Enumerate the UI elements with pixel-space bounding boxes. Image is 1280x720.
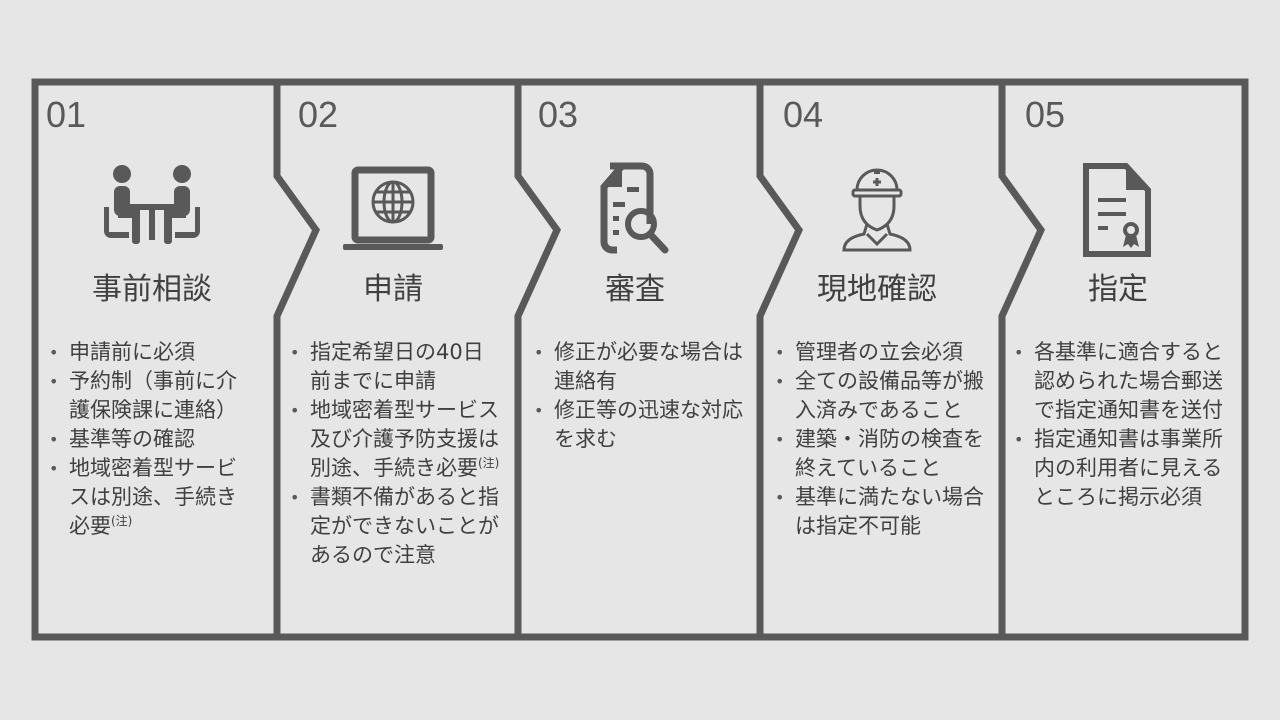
bullet-item: 建築・消防の検査を終えていること <box>775 425 987 483</box>
chevron-divider <box>514 82 562 637</box>
bullet-item: 申請前に必須 <box>49 338 249 367</box>
meeting-icon <box>104 165 200 244</box>
bullet-item: 基準に満たない場合は指定不可能 <box>775 483 987 541</box>
step-bullets: 各基準に適合すると認められた場合郵送で指定通知書を送付 指定通知書は事業所内の利… <box>1014 338 1226 512</box>
bullet-item: 管理者の立会必須 <box>775 338 987 367</box>
step-bullets: 申請前に必須 予約制（事前に介護保険課に連絡） 基準等の確認 地域密着型サービス… <box>49 338 249 541</box>
step-title: 審査 <box>605 272 665 307</box>
footnote-marker: (注) <box>111 514 133 528</box>
step-bullets: 管理者の立会必須 全ての設備品等が搬入済みであること 建築・消防の検査を終えてい… <box>775 338 987 541</box>
step-title: 事前相談 <box>92 272 212 307</box>
step-bullets: 修正が必要な場合は連絡有 修正等の迅速な対応を求む <box>534 338 746 454</box>
bullet-item: 修正が必要な場合は連絡有 <box>534 338 746 396</box>
bullet-item: 各基準に適合すると認められた場合郵送で指定通知書を送付 <box>1014 338 1226 425</box>
chevron-divider <box>756 82 804 637</box>
bullet-item: 書類不備があると指定ができないことがあるので注意 <box>290 483 500 570</box>
step-number: 01 <box>46 94 87 135</box>
bullet-item: 指定希望日の40日前までに申請 <box>290 338 500 396</box>
bullet-item: 基準等の確認 <box>49 425 249 454</box>
footnote-marker: (注) <box>478 456 500 470</box>
chevron-divider <box>273 82 321 637</box>
certificate-icon <box>1083 163 1151 257</box>
bullet-item: 地域密着型サービス及び介護予防支援は別途、手続き必要(注) <box>290 396 500 483</box>
inspector-icon <box>842 168 912 252</box>
step-number: 05 <box>1025 94 1066 135</box>
step-number: 03 <box>538 94 579 135</box>
step-title: 指定 <box>1088 272 1148 307</box>
step-number: 02 <box>298 94 339 135</box>
bullet-item: 予約制（事前に介護保険課に連絡） <box>49 367 249 425</box>
bullet-item: 修正等の迅速な対応を求む <box>534 396 746 454</box>
step-title: 申請 <box>363 272 423 307</box>
step-bullets: 指定希望日の40日前までに申請 地域密着型サービス及び介護予防支援は別途、手続き… <box>290 338 500 570</box>
step-title: 現地確認 <box>817 272 937 307</box>
outer-border <box>31 78 1249 641</box>
bullet-item: 地域密着型サービスは別途、手続き必要(注) <box>49 454 249 541</box>
bullet-item: 指定通知書は事業所内の利用者に見えるところに掲示必須 <box>1014 425 1226 512</box>
document-search-icon <box>600 162 669 254</box>
step-number: 04 <box>783 94 824 135</box>
chevron-divider <box>998 82 1046 637</box>
laptop-globe-icon <box>343 166 443 250</box>
bullet-item: 全ての設備品等が搬入済みであること <box>775 367 987 425</box>
